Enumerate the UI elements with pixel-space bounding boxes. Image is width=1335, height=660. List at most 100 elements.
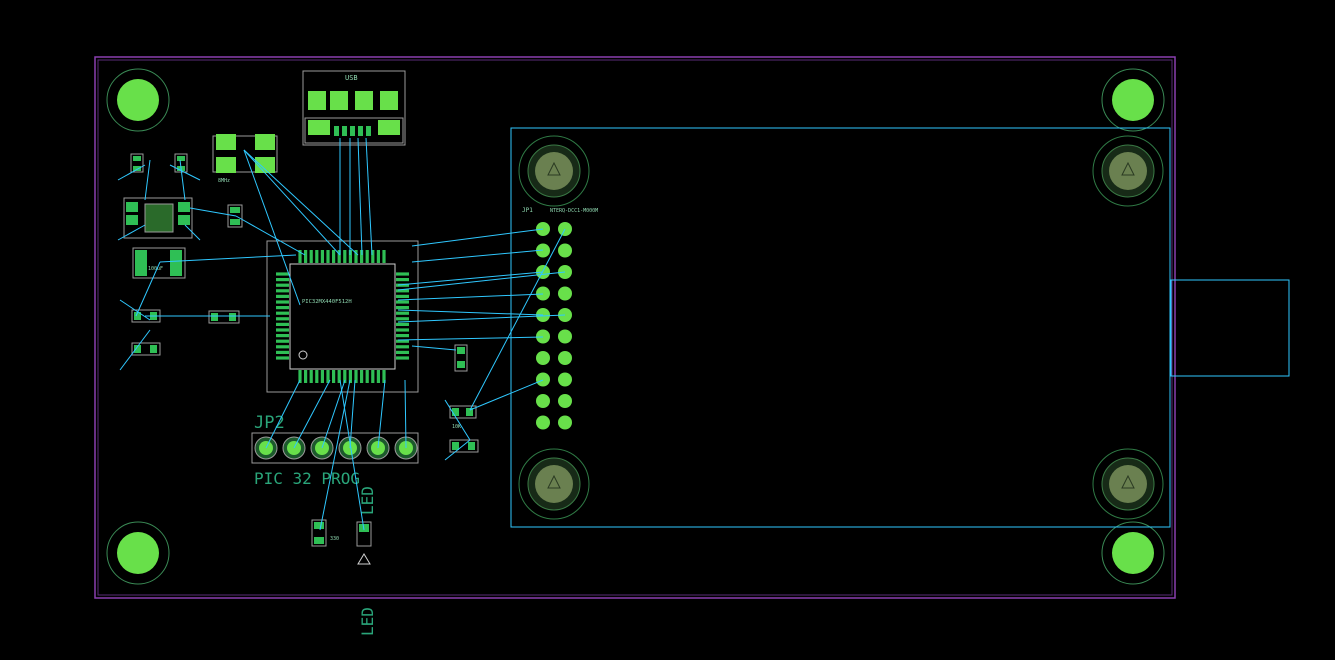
ratsnest-line: [357, 137, 363, 256]
mounting-hole-top-left: [106, 68, 170, 132]
mcu-pin: [332, 370, 336, 383]
mcu-pin: [396, 317, 409, 321]
mcu-pin: [304, 250, 308, 263]
mcu-pin: [396, 289, 409, 293]
mcu-pin: [320, 250, 324, 263]
lcd-header-jp1: JP1 NTERQ-DCC1-M000M: [522, 207, 598, 430]
ratsnest-line: [117, 164, 146, 181]
mcu-pin: [348, 250, 352, 263]
mcu-pin: [343, 370, 347, 383]
cap-top-left-1: [130, 153, 144, 173]
lcd-header-pin: [558, 243, 572, 258]
mcu-pin: [276, 350, 289, 354]
ratsnest-line: [411, 345, 457, 351]
ratsnest-line: [397, 271, 566, 291]
mcu-pin: [276, 317, 289, 321]
mcu-pin: [396, 306, 409, 310]
ratsnest-line: [265, 379, 301, 449]
mcu-pin: [343, 250, 347, 263]
ratsnest-line: [235, 215, 306, 256]
mcu-pin: [320, 370, 324, 383]
lcd-header-pin: [536, 286, 550, 301]
mcu-pin: [382, 370, 386, 383]
lcd-header-pins: [536, 222, 572, 430]
mcu-pin: [396, 294, 409, 298]
voltage-regulator: [123, 197, 193, 239]
lcd-header-designator: JP1: [522, 207, 533, 214]
ratsnest-line: [397, 309, 544, 316]
mcu-pin: [348, 370, 352, 383]
mcu-pin: [276, 328, 289, 332]
cap-100uf-value: 100uF: [148, 266, 163, 272]
mcu-pin: [396, 339, 409, 343]
ratsnest-line: [243, 149, 301, 306]
mcu-pin: [276, 306, 289, 310]
cap-right: [454, 344, 468, 372]
ratsnest-line: [349, 379, 356, 449]
lcd-mount-hole-1: [518, 135, 590, 207]
mcu-pins: [276, 250, 409, 383]
mcu-pin: [396, 283, 409, 287]
mcu-pin: [276, 289, 289, 293]
ratsnest-line: [444, 399, 471, 441]
resistor-10k: 10K: [449, 405, 477, 430]
mcu-pin: [354, 250, 358, 263]
board-outline: [94, 56, 1176, 599]
mcu-pin: [365, 250, 369, 263]
mcu-pin: [396, 356, 409, 360]
resistor-330-value: 330: [330, 536, 339, 542]
ratsnest-line: [159, 254, 297, 263]
lcd-header-pin: [536, 372, 550, 387]
usb-label: USB: [345, 74, 358, 82]
ratsnest-line: [189, 207, 237, 217]
lcd-header-pin: [536, 415, 550, 430]
jp2-prog-header: JP2 PIC 32 PROG: [251, 413, 419, 488]
mcu-pin: [371, 250, 375, 263]
led-designator-vertical: LED: [358, 607, 377, 636]
led-value-vertical: LED: [358, 486, 377, 515]
ratsnest-line: [469, 379, 544, 411]
lcd-mount-hole-2: [1092, 135, 1164, 207]
mounting-hole-bottom-left: [106, 521, 170, 585]
mcu-pin: [376, 370, 380, 383]
mcu-pin: [326, 370, 330, 383]
lcd-header-value: NTERQ-DCC1-M000M: [550, 208, 598, 214]
ratsnest-line: [243, 149, 341, 256]
mcu-pin: [315, 370, 319, 383]
mcu-pin: [332, 250, 336, 263]
ratsnest-line: [321, 379, 346, 449]
jp2-value: PIC 32 PROG: [254, 469, 360, 488]
ratsnest-line: [169, 164, 201, 181]
mcu-pin: [396, 278, 409, 282]
mcu-pin: [276, 278, 289, 282]
mcu-pin: [396, 334, 409, 338]
mcu-pin: [396, 272, 409, 276]
mcu-pin: [360, 250, 364, 263]
mcu-pin: [396, 328, 409, 332]
mcu-pin: [276, 283, 289, 287]
ratsnest-line: [377, 379, 386, 449]
ratsnest-line: [397, 314, 566, 323]
mcu-pin: [360, 370, 364, 383]
lcd-header-pin: [558, 394, 572, 408]
ratsnest-line: [404, 379, 407, 449]
ratsnest-line: [469, 228, 566, 411]
mcu-pin: [276, 322, 289, 326]
ratsnest-line: [117, 224, 146, 241]
ratsnest-line: [293, 379, 331, 449]
crystal-8mhz: 8MHz: [212, 134, 278, 184]
lcd-mount-hole-4: [1092, 448, 1164, 520]
mcu-pin: [276, 311, 289, 315]
lcd-header-pin: [536, 329, 550, 344]
ratsnest-line: [397, 336, 544, 341]
mcu-pin: [276, 272, 289, 276]
lcd-header-pin: [536, 351, 550, 365]
ratsnest-line: [411, 228, 544, 247]
mcu-pin: [276, 334, 289, 338]
lcd-mount-hole-3: [518, 448, 590, 520]
mcu-pin: [396, 300, 409, 304]
lcd-header-pin: [536, 394, 550, 408]
ratsnest-line: [144, 159, 151, 201]
lcd-header-pin: [558, 351, 572, 365]
